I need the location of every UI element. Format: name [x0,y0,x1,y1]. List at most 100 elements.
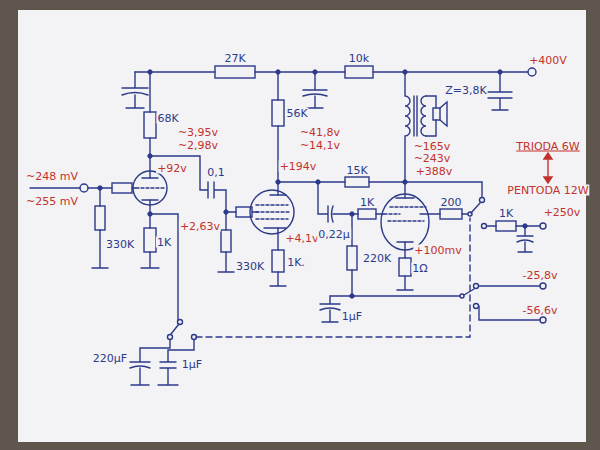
capacitor-symbol [488,72,512,110]
value-label: Z=3,8K [444,85,487,96]
junction-dot [313,70,317,74]
wire [168,335,173,340]
value-label: 1µF [181,359,203,370]
value-label: 1Ω [411,263,428,274]
wire [482,224,487,229]
value-label: +100mv [413,245,462,256]
wire [376,213,384,214]
wire [135,71,528,72]
value-label: 330K [105,239,135,250]
junction-dot [98,70,527,298]
value-label: TRIODA 6W [515,141,580,152]
junction-dot [148,70,152,74]
gang-link [196,218,470,337]
wire [150,214,178,320]
value-label: ~248 mV [25,171,79,182]
value-label: -25,8v [522,270,559,281]
value-label: PENTODA 12W [506,185,589,196]
wire [136,187,164,188]
junction-dot [148,154,152,158]
transformer-symbol [414,96,417,136]
value-label: 27K [223,53,246,64]
resistor-symbol [215,66,255,78]
wire [141,200,159,268]
value-label: ~14,1v [299,140,341,151]
value-label: +2,63v [179,221,221,232]
wire [178,320,183,325]
value-label: +388v [415,166,454,177]
junction-dot [98,186,102,190]
wire [420,213,468,214]
value-label: +4,1v [284,233,319,244]
resistor-symbol [95,206,105,230]
resistor-symbol [358,209,376,219]
value-label: ~2,98v [177,140,219,151]
junction-dot [523,224,527,228]
value-label: 10k [348,53,370,64]
terminal-symbol [80,184,88,192]
paper-sheet [18,10,586,442]
junction-dot [276,180,280,184]
wire [480,198,485,203]
junction-dot [350,212,354,216]
capacitor-symbol [122,72,148,108]
value-label: 1K [359,197,375,208]
wire [474,304,479,309]
resistor-symbol [272,250,284,272]
resistor-symbol [345,177,369,187]
junction-dot [403,70,407,74]
speaker-symbol [433,108,440,120]
value-label: 56K [285,108,308,119]
value-label: 15K [345,165,368,176]
value-label: ~41,8v [299,127,341,138]
value-label: +92v [156,163,188,174]
junction-dot [276,70,280,74]
junction-dot [403,180,407,184]
transformer-symbol [405,72,410,198]
capacitor-symbol [303,72,327,108]
value-label: 68K [156,113,179,124]
junction-dot [498,70,502,74]
resistor-symbol [399,258,411,276]
resistor-symbol [496,221,516,231]
wire [264,195,286,228]
wire [464,289,474,295]
value-label: 330K [235,261,265,272]
speaker-symbol [440,102,447,126]
value-label: 1K [156,237,172,248]
value-label: 1K. [286,257,306,268]
value-label: 0,22µ [317,229,351,240]
value-label: -56,6v [522,305,559,316]
wire [30,66,546,385]
wire [318,181,405,182]
terminal-symbol [528,68,536,76]
resistor-symbol [144,112,156,138]
value-label: ~165v [413,141,452,152]
wire [142,178,158,200]
value-label: ~243v [413,153,452,164]
junction-dot [350,294,354,298]
wire [396,198,414,242]
wire [277,72,278,195]
value-label: 200 [440,197,463,208]
wire [256,205,290,219]
mode-arrow [544,153,552,183]
capacitor-symbol [517,226,533,252]
value-label: 220K [362,253,392,264]
wire [426,96,436,136]
terminal-symbol [540,223,546,229]
transformer-symbol [421,96,426,136]
mode-arrow [544,153,552,159]
tube-symbol [250,190,294,234]
resistor-symbol [347,246,357,270]
wire [471,203,480,213]
value-label: 1K [498,208,514,219]
value-label: ~255 mV [25,196,79,207]
junction-dot [224,210,228,214]
junction-dot [148,212,152,216]
value-label: 1µF [341,311,363,322]
wire [150,156,258,212]
resistor-symbol [345,66,373,78]
terminal-symbol [540,283,546,289]
